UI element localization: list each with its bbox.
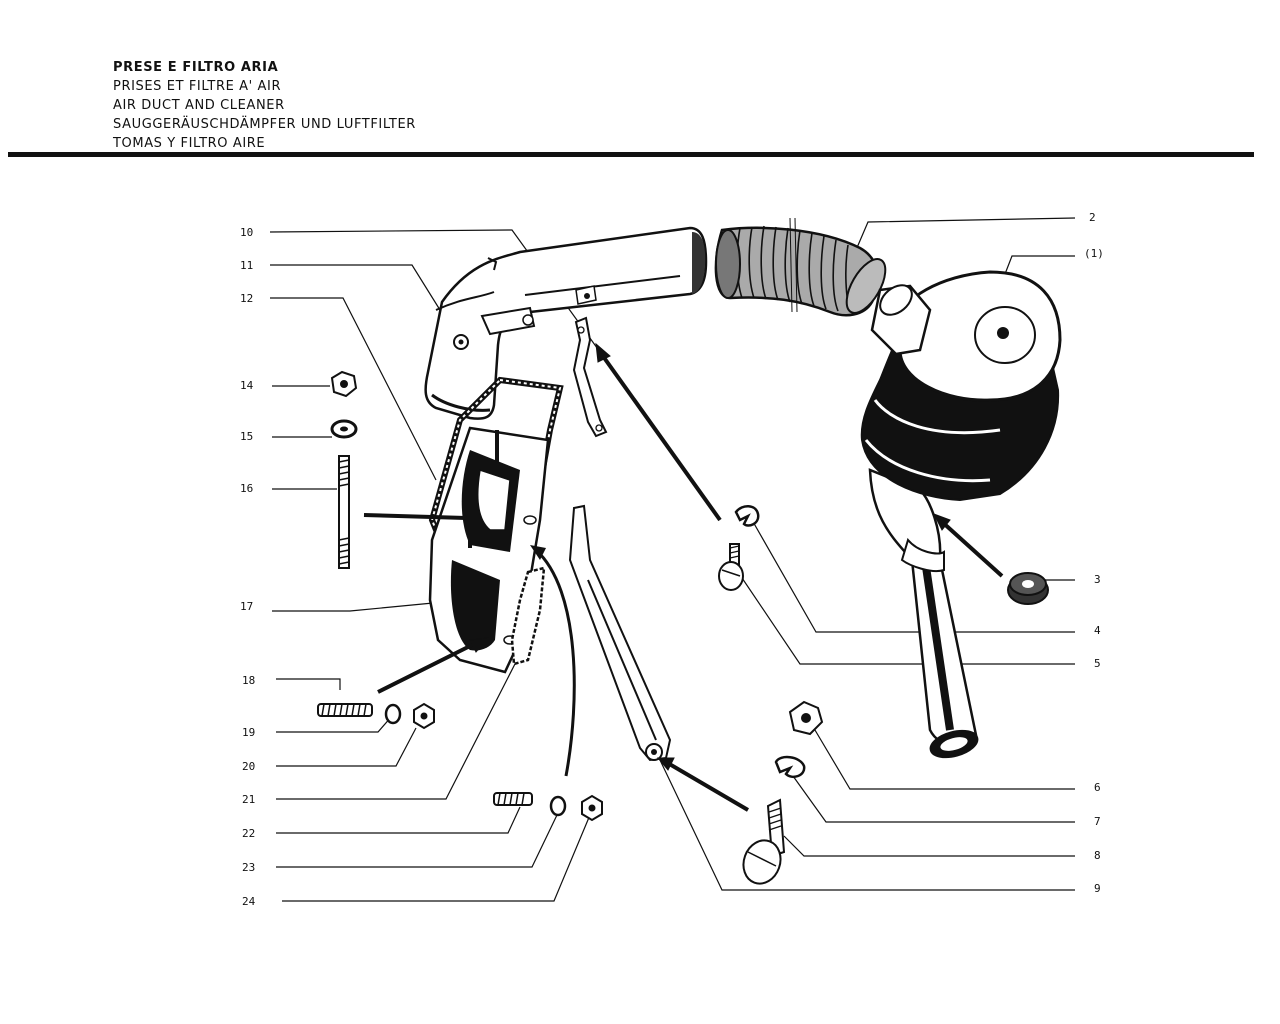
stud-16 — [338, 455, 350, 569]
arrow-stud18-to-flange — [377, 640, 479, 694]
callout-15: 15 — [240, 430, 253, 443]
air-cleaner — [860, 270, 1062, 759]
nut-20 — [413, 702, 435, 730]
callout-1: (1) — [1084, 247, 1104, 260]
grommet-3 — [1007, 572, 1049, 605]
leader-19 — [276, 715, 393, 733]
callout-16: 16 — [240, 482, 253, 495]
leader-11 — [270, 264, 446, 319]
washer-7 — [774, 755, 806, 778]
hardware — [317, 370, 1049, 885]
intake-duct — [424, 226, 708, 420]
nut-14 — [330, 370, 358, 398]
callout-24: 24 — [242, 895, 256, 908]
callout-9: 9 — [1094, 882, 1101, 895]
callout-20: 20 — [242, 760, 255, 773]
leader-4 — [751, 519, 1075, 633]
callout-6: 6 — [1094, 781, 1101, 794]
leader-20 — [276, 727, 417, 767]
leader-2 — [855, 217, 1076, 251]
small-gasket — [510, 566, 546, 666]
leader-7 — [792, 775, 1075, 823]
leader-12 — [270, 297, 437, 481]
leader-10 — [269, 229, 601, 353]
long-bracket — [568, 504, 672, 762]
title-italian: PRESE E FILTRO ARIA — [113, 60, 279, 75]
callout-10: 10 — [240, 226, 253, 239]
washer-23 — [549, 795, 567, 817]
callout-numbers: 10 11 12 14 15 16 17 18 19 20 21 22 23 2… — [240, 211, 1104, 908]
bolt-8 — [742, 798, 786, 885]
washer-19 — [384, 703, 402, 725]
leader-21 — [276, 659, 518, 800]
title-french: PRISES ET FILTRE A' AIR — [113, 79, 282, 94]
callout-5: 5 — [1094, 657, 1101, 670]
callout-2: 2 — [1089, 211, 1096, 224]
callout-4: 4 — [1094, 624, 1101, 637]
leader-9 — [659, 759, 1075, 891]
title-block: PRESE E FILTRO ARIA PRISES ET FILTRE A' … — [113, 58, 416, 153]
arrow-grommet-to-cleaner — [938, 518, 1004, 578]
callout-8: 8 — [1094, 849, 1101, 862]
callout-3: 3 — [1094, 573, 1101, 586]
nut-24 — [581, 794, 603, 822]
callout-11: 11 — [240, 259, 253, 272]
leader-22 — [276, 806, 521, 834]
arrow-clip-to-bracket — [598, 350, 722, 522]
leader-18 — [276, 678, 341, 690]
leader-17 — [272, 602, 434, 612]
leader-8 — [783, 835, 1075, 857]
arrow-bolt-to-bracket — [664, 760, 750, 812]
title-spanish: TOMAS Y FILTRO AIRE — [113, 136, 266, 151]
arrow-stud-to-flange — [363, 513, 467, 520]
washer-15 — [330, 419, 358, 439]
leader-5 — [737, 571, 1075, 665]
callout-19: 19 — [242, 726, 255, 739]
callout-21: 21 — [242, 793, 255, 806]
callout-14: 14 — [240, 379, 254, 392]
upper-bracket — [572, 316, 608, 438]
leader-24 — [282, 814, 591, 902]
stud-22 — [493, 792, 533, 806]
nut-6 — [788, 700, 824, 736]
callout-7: 7 — [1094, 815, 1101, 828]
title-english: AIR DUCT AND CLEANER — [113, 98, 285, 113]
callout-12: 12 — [240, 292, 253, 305]
header-rule — [8, 152, 1254, 157]
assembly-arrows — [363, 342, 1004, 812]
title-german: SAUGGERÄUSCHDÄMPFER UND LUFTFILTER — [113, 117, 416, 132]
arrow-stud22-to-flange — [534, 548, 576, 777]
callout-22: 22 — [242, 827, 255, 840]
stud-18 — [317, 703, 373, 717]
callout-23: 23 — [242, 861, 255, 874]
callout-18: 18 — [242, 674, 255, 687]
bolt-5 — [718, 543, 744, 591]
callout-17: 17 — [240, 600, 253, 613]
clip-4 — [734, 505, 760, 527]
flex-hose — [714, 217, 887, 317]
leader-23 — [276, 814, 558, 868]
leader-6 — [811, 724, 1075, 790]
